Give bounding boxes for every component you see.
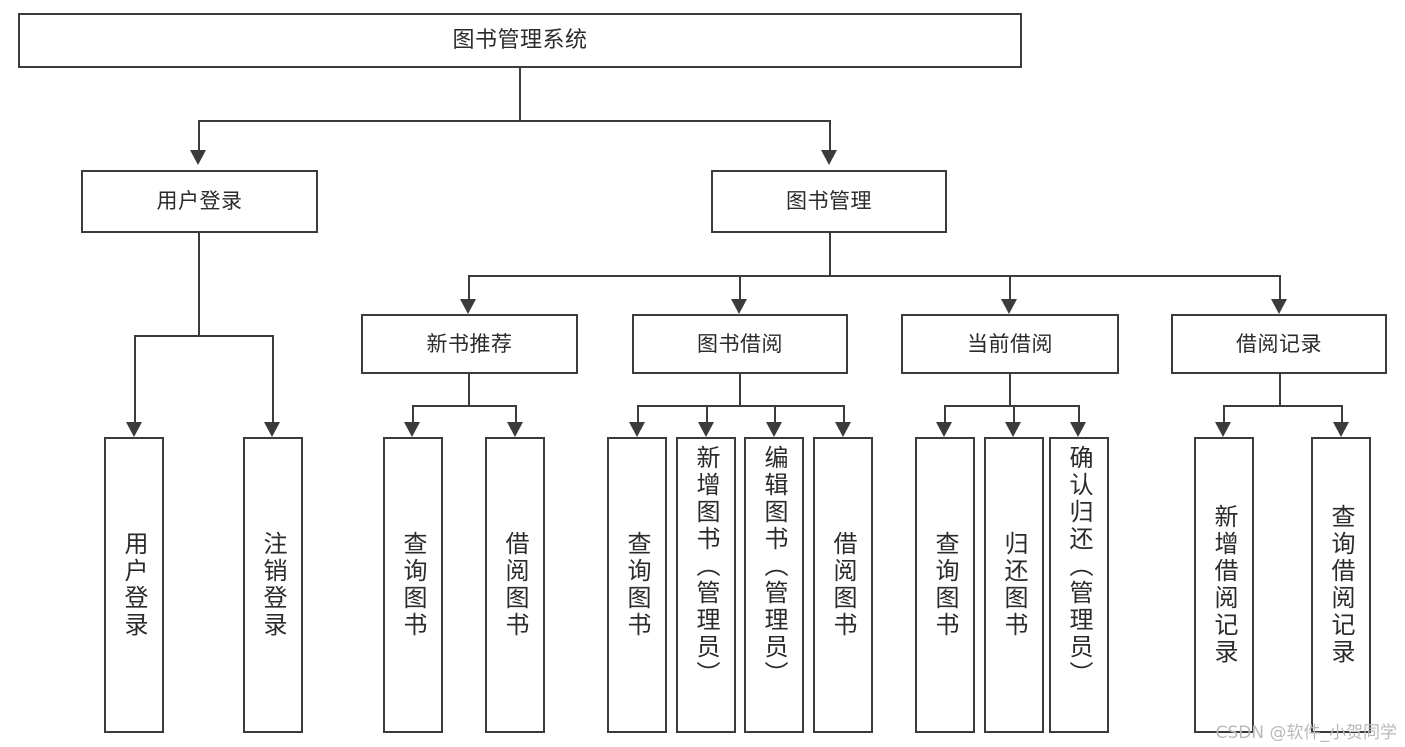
leaf-label: 用户登录 <box>120 531 148 639</box>
leaf-logout[interactable]: 注销登录 <box>243 437 303 733</box>
arrowhead-borrow-record-leaf-1 <box>1215 422 1231 437</box>
connector-book-mgmt-stem <box>829 233 831 275</box>
connector-to-current-borrow <box>1009 275 1011 299</box>
leaf-label: 查询图书 <box>931 531 959 639</box>
node-new-book-recommend[interactable]: 新书推荐 <box>361 314 578 374</box>
connector-new-book-branch-2 <box>515 405 517 422</box>
connector-borrow-record-branch-2 <box>1341 405 1343 422</box>
arrowhead-current-borrow-leaf-2 <box>1005 422 1021 437</box>
arrowhead-new-book-leaf-1 <box>404 422 420 437</box>
arrowhead-book-borrow <box>731 299 747 314</box>
arrowhead-current-borrow-leaf-3 <box>1070 422 1086 437</box>
arrowhead-borrow-record-leaf-2 <box>1333 422 1349 437</box>
connector-root-stem <box>519 68 521 120</box>
arrowhead-user-login <box>190 150 206 165</box>
leaf-borrow-book-recommend[interactable]: 借阅图书 <box>485 437 545 733</box>
connector-current-borrow-branch-3 <box>1078 405 1080 422</box>
leaf-label: 归还图书 <box>1000 531 1028 639</box>
connector-to-borrow-record <box>1279 275 1281 299</box>
arrowhead-current-borrow-leaf-1 <box>936 422 952 437</box>
arrowhead-book-borrow-leaf-3 <box>766 422 782 437</box>
arrowhead-new-book-leaf-2 <box>507 422 523 437</box>
arrowhead-user-login-leaf-2 <box>264 422 280 437</box>
connector-current-borrow-stem <box>1009 374 1011 405</box>
leaf-label: 查询图书 <box>399 531 427 639</box>
node-book-borrow[interactable]: 图书借阅 <box>632 314 848 374</box>
connector-current-borrow-branch-1 <box>944 405 946 422</box>
node-label: 用户登录 <box>156 189 243 214</box>
node-book-management[interactable]: 图书管理 <box>711 170 947 233</box>
node-label: 图书管理 <box>786 189 872 214</box>
leaf-user-login[interactable]: 用户登录 <box>104 437 164 733</box>
connector-new-book-stem <box>468 374 470 405</box>
connector-book-borrow-branch-4 <box>843 405 845 422</box>
leaf-label: 借阅图书 <box>501 531 529 639</box>
connector-book-borrow-branch-1 <box>637 405 639 422</box>
leaf-query-book-current[interactable]: 查询图书 <box>915 437 975 733</box>
node-label: 当前借阅 <box>967 331 1053 356</box>
connector-to-user-login <box>198 120 200 150</box>
node-user-login[interactable]: 用户登录 <box>81 170 318 233</box>
arrowhead-book-borrow-leaf-4 <box>835 422 851 437</box>
leaf-query-book-borrow[interactable]: 查询图书 <box>607 437 667 733</box>
connector-new-book-branch-1 <box>412 405 414 422</box>
connector-borrow-record-bus <box>1223 405 1341 407</box>
leaf-label: 新增图书（管理员） <box>692 445 720 688</box>
connector-level2-bus <box>198 120 830 122</box>
connector-current-borrow-branch-2 <box>1013 405 1015 422</box>
connector-to-book-borrow <box>739 275 741 299</box>
arrowhead-new-book-recommend <box>460 299 476 314</box>
connector-user-login-branch-2 <box>272 335 274 422</box>
connector-current-borrow-bus <box>944 405 1078 407</box>
connector-new-book-bus <box>412 405 515 407</box>
leaf-confirm-return-admin[interactable]: 确认归还（管理员） <box>1049 437 1109 733</box>
connector-user-login-bus <box>134 335 272 337</box>
leaf-return-book[interactable]: 归还图书 <box>984 437 1044 733</box>
leaf-label: 借阅图书 <box>829 531 857 639</box>
arrowhead-user-login-leaf-1 <box>126 422 142 437</box>
connector-book-borrow-branch-3 <box>774 405 776 422</box>
node-borrow-record[interactable]: 借阅记录 <box>1171 314 1387 374</box>
leaf-label: 查询图书 <box>623 531 651 639</box>
connector-user-login-stem <box>198 233 200 335</box>
node-label: 图书借阅 <box>697 331 783 356</box>
leaf-borrow-book[interactable]: 借阅图书 <box>813 437 873 733</box>
arrowhead-current-borrow <box>1001 299 1017 314</box>
leaf-label: 新增借阅记录 <box>1210 504 1238 666</box>
leaf-add-book-admin[interactable]: 新增图书（管理员） <box>676 437 736 733</box>
connector-book-borrow-branch-2 <box>706 405 708 422</box>
connector-book-borrow-bus <box>637 405 843 407</box>
connector-borrow-record-branch-1 <box>1223 405 1225 422</box>
leaf-add-borrow-record[interactable]: 新增借阅记录 <box>1194 437 1254 733</box>
node-current-borrow[interactable]: 当前借阅 <box>901 314 1119 374</box>
leaf-label: 编辑图书（管理员） <box>760 445 788 688</box>
node-root-book-management-system[interactable]: 图书管理系统 <box>18 13 1022 68</box>
connector-to-book-management <box>829 120 831 150</box>
leaf-label: 查询借阅记录 <box>1327 504 1355 666</box>
leaf-query-book-recommend[interactable]: 查询图书 <box>383 437 443 733</box>
connector-book-borrow-stem <box>739 374 741 405</box>
leaf-label: 确认归还（管理员） <box>1065 445 1093 688</box>
leaf-query-borrow-record[interactable]: 查询借阅记录 <box>1311 437 1371 733</box>
connector-borrow-record-stem <box>1279 374 1281 405</box>
connector-level3-bus <box>468 275 1279 277</box>
arrowhead-book-borrow-leaf-2 <box>698 422 714 437</box>
leaf-edit-book-admin[interactable]: 编辑图书（管理员） <box>744 437 804 733</box>
leaf-label: 注销登录 <box>259 531 287 639</box>
node-label: 借阅记录 <box>1236 331 1322 356</box>
node-label: 图书管理系统 <box>452 27 588 53</box>
node-label: 新书推荐 <box>426 331 513 356</box>
connector-user-login-branch-1 <box>134 335 136 422</box>
arrowhead-borrow-record <box>1271 299 1287 314</box>
connector-to-new-book <box>468 275 470 299</box>
arrowhead-book-borrow-leaf-1 <box>629 422 645 437</box>
arrowhead-book-management <box>821 150 837 165</box>
